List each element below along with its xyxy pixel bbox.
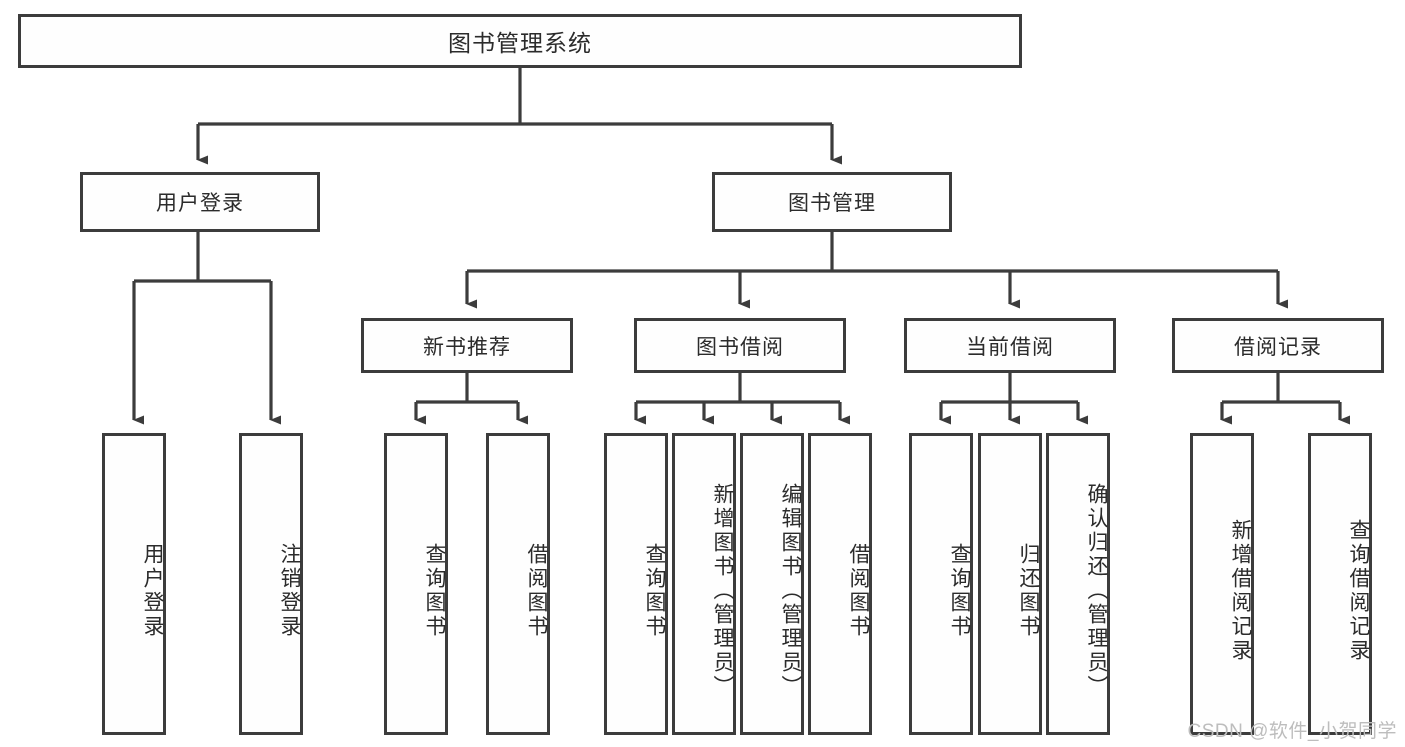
node-label: 图书借阅 xyxy=(696,335,784,359)
node-label: 新增借阅记录 xyxy=(1229,519,1252,663)
node-user-login[interactable]: 用户登录 xyxy=(80,172,320,232)
leaf-logout-login[interactable]: 注销登录 xyxy=(239,433,303,735)
node-label: 借阅图书 xyxy=(525,543,548,639)
leaf-borrow-book[interactable]: 借阅图书 xyxy=(808,433,872,735)
node-current-borrow[interactable]: 当前借阅 xyxy=(904,318,1116,373)
node-label: 归还图书 xyxy=(1017,543,1040,639)
node-label: 图书管理系统 xyxy=(448,30,592,56)
node-label: 新书推荐 xyxy=(423,335,511,359)
node-label: 借阅记录 xyxy=(1234,335,1322,359)
node-label: 注销登录 xyxy=(278,543,301,639)
node-label: 查询图书 xyxy=(643,543,666,639)
node-book-borrow[interactable]: 图书借阅 xyxy=(634,318,846,373)
node-new-book-recommend[interactable]: 新书推荐 xyxy=(361,318,573,373)
leaf-user-login[interactable]: 用户登录 xyxy=(102,433,166,735)
node-label: 查询借阅记录 xyxy=(1347,519,1370,663)
node-book-management[interactable]: 图书管理 xyxy=(712,172,952,232)
leaf-query-borrow-record[interactable]: 查询借阅记录 xyxy=(1308,433,1372,735)
leaf-confirm-return[interactable]: 确认归还（管理员） xyxy=(1046,433,1110,735)
leaf-query-book-recommend[interactable]: 查询图书 xyxy=(384,433,448,735)
node-borrow-record[interactable]: 借阅记录 xyxy=(1172,318,1384,373)
node-label: 查询图书 xyxy=(423,543,446,639)
leaf-query-book-borrow[interactable]: 查询图书 xyxy=(604,433,668,735)
node-label: 确认归还（管理员） xyxy=(1085,483,1108,699)
node-label: 查询图书 xyxy=(948,543,971,639)
leaf-edit-book[interactable]: 编辑图书（管理员） xyxy=(740,433,804,735)
node-label: 借阅图书 xyxy=(847,543,870,639)
node-label: 图书管理 xyxy=(788,192,876,215)
node-label: 用户登录 xyxy=(141,543,164,639)
node-label: 当前借阅 xyxy=(966,335,1054,359)
node-root-图书管理系统[interactable]: 图书管理系统 xyxy=(18,14,1022,68)
node-label: 用户登录 xyxy=(156,192,244,215)
leaf-query-book-current[interactable]: 查询图书 xyxy=(909,433,973,735)
node-label: 新增图书（管理员） xyxy=(711,483,734,699)
leaf-add-borrow-record[interactable]: 新增借阅记录 xyxy=(1190,433,1254,735)
leaf-borrow-book-recommend[interactable]: 借阅图书 xyxy=(486,433,550,735)
csdn-watermark: CSDN @软件_小贺同学 xyxy=(1187,721,1397,742)
node-label: 编辑图书（管理员） xyxy=(779,483,802,699)
leaf-add-book[interactable]: 新增图书（管理员） xyxy=(672,433,736,735)
leaf-return-book[interactable]: 归还图书 xyxy=(978,433,1042,735)
